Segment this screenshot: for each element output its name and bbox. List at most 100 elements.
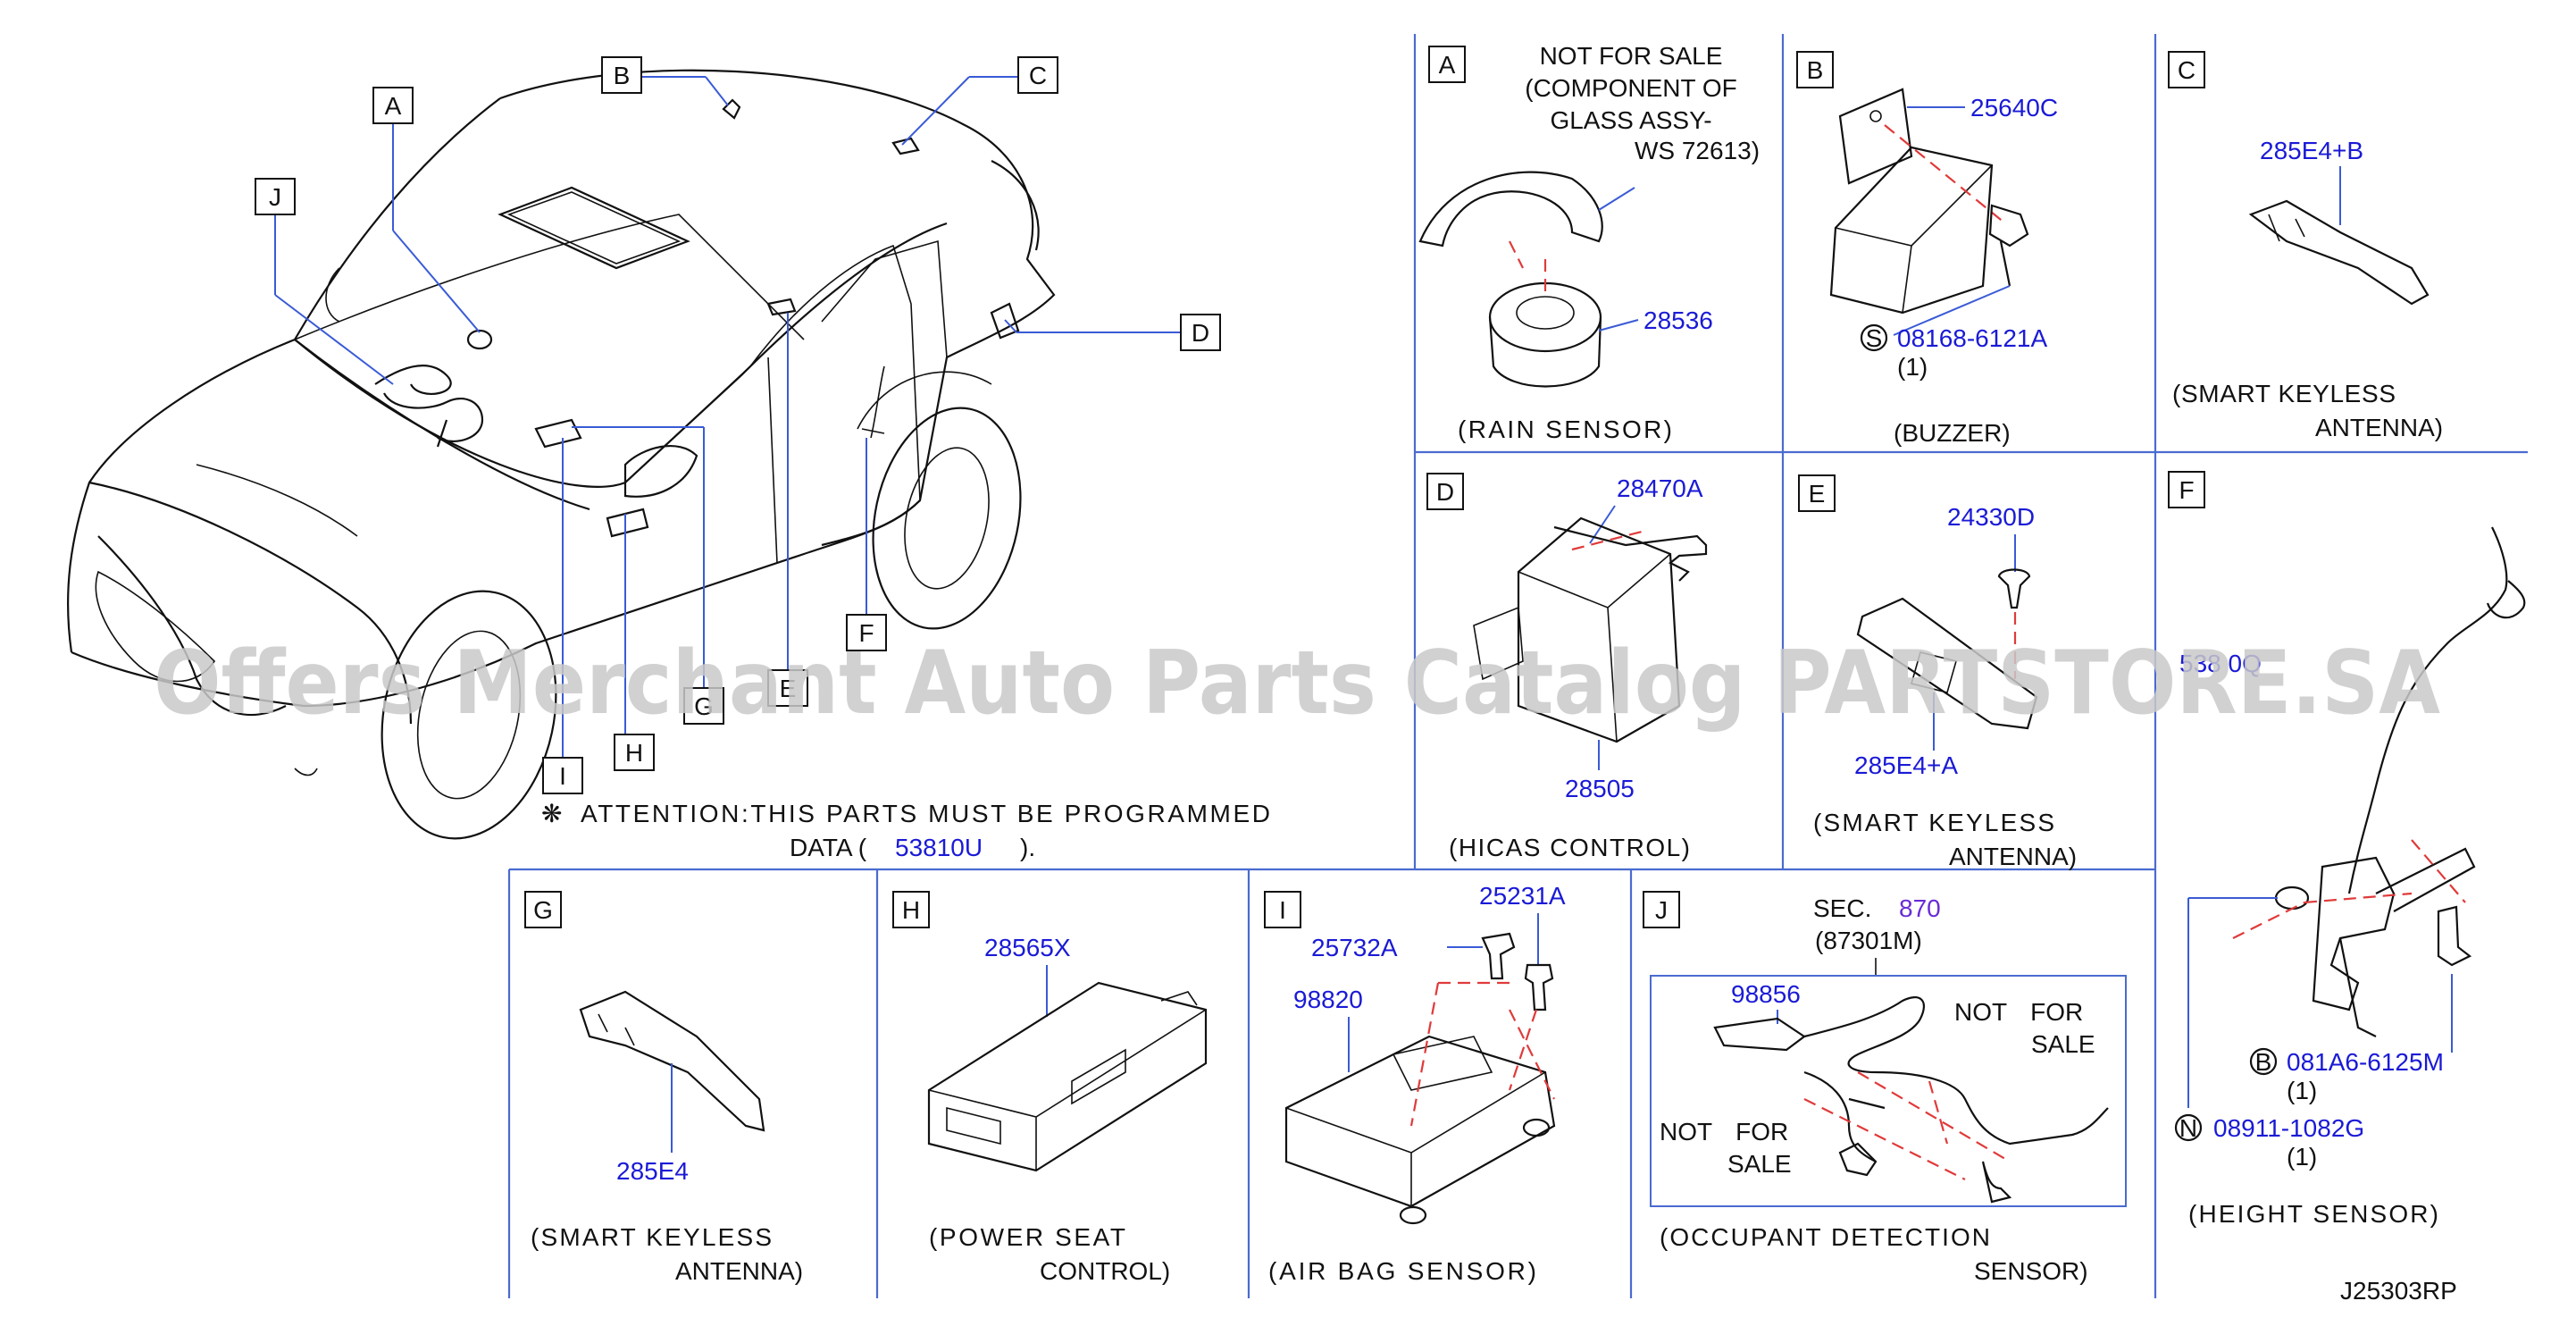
attention-part-number[interactable]: 53810U	[895, 834, 983, 861]
panel-b-qty: (1)	[1897, 353, 1928, 381]
hicas-control-body	[1517, 516, 1681, 743]
panel-a-letter-box	[1428, 46, 1466, 83]
callout-e[interactable]: E	[767, 669, 808, 707]
panel-i-letter: I	[1279, 896, 1286, 924]
panel-b-caption: (BUZZER)	[1894, 419, 2011, 447]
panel-c-caption-2: ANTENNA)	[2315, 414, 2443, 441]
part-08911-1082g[interactable]: 08911-1082G	[2213, 1114, 2364, 1142]
callout-h-label: H	[625, 739, 643, 767]
panel-c-letter: C	[2178, 56, 2195, 84]
panel-j-note-1-word-2: FOR	[2030, 998, 2083, 1026]
part-08168-6121a[interactable]: 08168-6121A	[1897, 324, 2047, 352]
panel-j-letter: J	[1655, 896, 1668, 924]
part-25640c[interactable]: 25640C	[1970, 94, 2058, 122]
part-285e4-a[interactable]: 285E4+A	[1854, 751, 1958, 779]
panel-e-caption-1: (SMART KEYLESS	[1813, 809, 2054, 836]
panel-j-caption-2: SENSOR)	[1974, 1257, 2088, 1285]
panel-j-caption-1: (OCCUPANT DETECTION	[1660, 1223, 1990, 1251]
panel-j-sec-prefix: SEC.	[1813, 894, 1871, 922]
part-28536[interactable]: 28536	[1643, 306, 1713, 334]
panel-g-letter: G	[533, 896, 553, 924]
panel-j-note-2-line-2: SALE	[1727, 1150, 1792, 1178]
panel-e-caption-2: ANTENNA)	[1949, 843, 2077, 870]
airbag-sensor-body	[1284, 1035, 1556, 1208]
panel-j-sec-sub: (87301M)	[1815, 927, 1922, 954]
panel-h-caption-1: (POWER SEAT	[929, 1223, 1125, 1251]
panel-d: D 28470A 28505 (HICAS CONTROL)	[1426, 473, 1708, 861]
airbag-bolt-25732a	[1481, 932, 1516, 980]
panel-g-caption-2: ANTENNA)	[675, 1257, 803, 1285]
panel-b-s-label: S	[1866, 324, 1883, 352]
callout-boxes: A B C D E F G H I J	[255, 56, 1221, 794]
part-25231a[interactable]: 25231A	[1479, 882, 1566, 910]
height-sensor-bolt	[2437, 905, 2472, 967]
panel-c: C 285E4+B (SMART KEYLESS ANTENNA)	[2168, 51, 2443, 441]
callout-a[interactable]: A	[372, 87, 414, 124]
callout-f-label: F	[858, 619, 874, 647]
panel-a: A NOT FOR SALE (COMPONENT OF GLASS ASSY-…	[1418, 42, 1760, 443]
panel-b-s-symbol	[1860, 323, 1888, 352]
part-98820[interactable]: 98820	[1293, 986, 1363, 1013]
callout-c[interactable]: C	[1017, 56, 1058, 94]
panel-a-note-3: GLASS ASSY-	[1550, 106, 1711, 134]
callout-g[interactable]: G	[683, 687, 724, 725]
height-sensor-cable	[2347, 526, 2508, 894]
panel-h: H 28565X (POWER SEAT CONTROL)	[892, 891, 1208, 1285]
buzzer-bracket	[1838, 88, 1913, 185]
panel-d-caption: (HICAS CONTROL)	[1449, 834, 1690, 861]
part-25732a[interactable]: 25732A	[1311, 934, 1398, 961]
callout-h[interactable]: H	[614, 734, 655, 771]
panel-a-note-4: WS 72613)	[1635, 137, 1760, 164]
panel-f-qty-2: (1)	[2287, 1143, 2317, 1171]
part-98856[interactable]: 98856	[1731, 980, 1801, 1008]
callout-e-label: E	[780, 675, 797, 702]
callout-f[interactable]: F	[846, 614, 887, 651]
part-24330d[interactable]: 24330D	[1947, 503, 2035, 531]
part-081a6-6125m[interactable]: 081A6-6125M	[2287, 1048, 2444, 1076]
part-285e4[interactable]: 285E4	[616, 1157, 689, 1185]
hicas-bolt	[1553, 525, 1708, 582]
panel-a-note-2: (COMPONENT OF	[1525, 74, 1736, 102]
part-285e4-b[interactable]: 285E4+B	[2260, 137, 2363, 164]
callout-b[interactable]: B	[601, 56, 642, 94]
panel-f-qty-1: (1)	[2287, 1077, 2317, 1104]
buzzer-body	[1829, 146, 1994, 315]
panel-f-letter: F	[2179, 476, 2194, 504]
watermark: Offers Merchant Auto Parts Catalog PARTS…	[154, 633, 2440, 734]
panel-g-caption-1: (SMART KEYLESS	[531, 1223, 772, 1251]
callout-d[interactable]: D	[1180, 314, 1221, 351]
vehicle-overview	[66, 69, 1056, 840]
panel-c-caption-1: (SMART KEYLESS	[2172, 380, 2396, 407]
attention-line-2-prefix: DATA (	[790, 834, 867, 861]
smart-keyless-antenna-g	[579, 990, 765, 1132]
power-seat-control-body	[927, 981, 1208, 1172]
panel-f-caption: (HEIGHT SENSOR)	[2188, 1200, 2438, 1228]
clip-24330d	[1997, 568, 2031, 609]
panel-j-detail-box	[1650, 975, 2127, 1207]
figure-code: J25303RP	[2340, 1277, 2457, 1305]
part-28470a[interactable]: 28470A	[1617, 474, 1703, 502]
part-28565x[interactable]: 28565X	[984, 934, 1071, 961]
panel-f-n-symbol: N	[2179, 1114, 2197, 1142]
panel-f: F 538 0Q B 081A6-6125M (1) N 08911-1082G…	[2168, 471, 2526, 1228]
callout-leaders	[274, 76, 1181, 758]
callout-i[interactable]: I	[542, 757, 583, 794]
panel-a-letter: A	[1439, 51, 1456, 79]
airbag-bolt-25231a	[1524, 963, 1554, 1011]
part-538-0q[interactable]: 538 0Q	[2179, 650, 2262, 677]
attention-note: ❋ ATTENTION:THIS PARTS MUST BE PROGRAMME…	[541, 800, 1270, 861]
smart-keyless-antenna-c	[2248, 199, 2430, 306]
callout-d-label: D	[1192, 319, 1209, 347]
occupant-sensor-pad	[1713, 1017, 1806, 1052]
callout-j[interactable]: J	[255, 178, 296, 215]
part-28505[interactable]: 28505	[1565, 775, 1635, 802]
panel-j-sec-number[interactable]: 870	[1899, 894, 1941, 922]
panel-b: B 25640C S 08168-6121A (1) (BUZZER)	[1796, 51, 2058, 447]
buzzer-bolt	[1988, 204, 2029, 287]
callout-c-label: C	[1029, 62, 1047, 89]
panel-grid	[507, 34, 2528, 1298]
panel-e: E 24330D 285E4+A (SMART KEYLESS ANTENNA)	[1798, 474, 2077, 870]
attention-symbol: ❋	[541, 800, 562, 827]
